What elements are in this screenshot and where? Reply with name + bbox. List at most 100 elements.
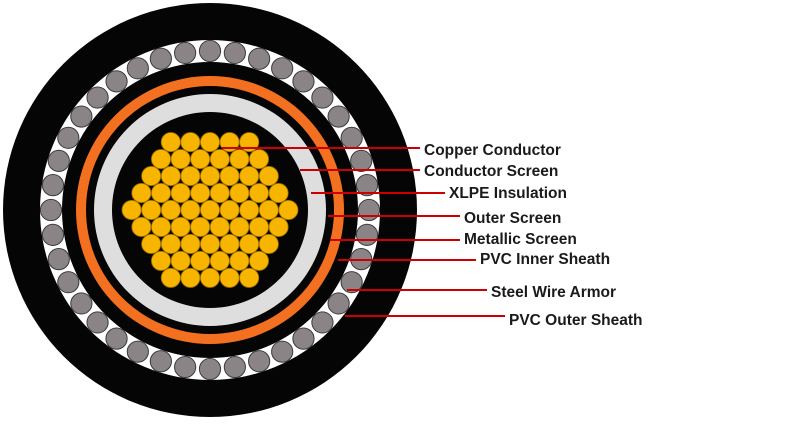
- copper-strand: [209, 250, 230, 271]
- steel-armor-wire: [248, 47, 271, 70]
- copper-strand: [190, 149, 211, 170]
- steel-armor-wire: [327, 292, 350, 315]
- copper-strand: [239, 166, 260, 187]
- steel-armor-wire: [86, 311, 109, 334]
- copper-strand: [268, 183, 289, 204]
- copper-strand: [248, 183, 269, 204]
- steel-armor-wire: [47, 248, 70, 271]
- copper-strand: [219, 267, 240, 288]
- copper-strand: [209, 216, 230, 237]
- pvc-outer-sheath-label: PVC Outer Sheath: [509, 312, 643, 329]
- copper-strand: [121, 199, 142, 220]
- steel-armor-wire: [311, 86, 334, 109]
- steel-armor-wire: [105, 70, 128, 93]
- copper-strand: [248, 149, 269, 170]
- copper-strand: [239, 199, 260, 220]
- copper-strand: [239, 267, 260, 288]
- steel-armor-wire: [292, 70, 315, 93]
- copper-strand: [160, 166, 181, 187]
- copper-strand: [229, 216, 250, 237]
- copper-strand: [170, 183, 191, 204]
- copper-conductor-label: Copper Conductor: [424, 142, 561, 159]
- copper-strand: [258, 166, 279, 187]
- copper-strand: [150, 183, 171, 204]
- copper-strand: [239, 132, 260, 153]
- steel-armor-wire: [126, 340, 149, 363]
- copper-strand: [180, 267, 201, 288]
- steel-armor-wire: [292, 327, 315, 350]
- copper-strand: [150, 216, 171, 237]
- steel-armor-wire: [340, 126, 363, 149]
- copper-strand: [170, 250, 191, 271]
- copper-strand: [219, 199, 240, 220]
- steel-armor-wire: [41, 223, 65, 246]
- copper-strand: [150, 149, 171, 170]
- steel-armor-wire: [248, 350, 271, 373]
- steel-armor-wire: [350, 149, 373, 172]
- copper-strand: [150, 250, 171, 271]
- copper-strand: [219, 166, 240, 187]
- copper-strand: [190, 250, 211, 271]
- copper-strand: [141, 233, 162, 254]
- copper-strand: [258, 233, 279, 254]
- copper-strand: [180, 166, 201, 187]
- steel-armor-wire: [174, 355, 197, 379]
- copper-strand: [160, 233, 181, 254]
- copper-strand: [229, 149, 250, 170]
- copper-strand: [219, 233, 240, 254]
- steel-armor-wire: [41, 174, 65, 197]
- copper-strand: [268, 216, 289, 237]
- copper-strand: [190, 216, 211, 237]
- copper-strand: [170, 216, 191, 237]
- conductor-screen-label: Conductor Screen: [424, 163, 558, 180]
- copper-strand: [199, 233, 220, 254]
- copper-strand: [160, 199, 181, 220]
- copper-strand: [160, 267, 181, 288]
- steel-armor-wire: [198, 357, 222, 381]
- copper-strand: [229, 250, 250, 271]
- steel-armor-wire: [340, 271, 363, 294]
- copper-strand: [160, 132, 181, 153]
- copper-strand: [131, 216, 152, 237]
- steel-armor-wire: [355, 174, 379, 197]
- metallic-screen-label: Metallic Screen: [464, 231, 577, 248]
- steel-armor-wire: [86, 86, 109, 109]
- copper-strand: [170, 149, 191, 170]
- copper-strand: [141, 166, 162, 187]
- copper-strand: [199, 199, 220, 220]
- steel-armor-wire: [174, 41, 197, 65]
- steel-armor-wire: [70, 105, 93, 128]
- steel-armor-wire: [223, 355, 246, 379]
- copper-strand: [180, 132, 201, 153]
- copper-strand: [131, 183, 152, 204]
- copper-strand: [180, 199, 201, 220]
- steel-armor-wire: [47, 149, 70, 172]
- copper-strand: [248, 250, 269, 271]
- steel-armor-wire: [126, 57, 149, 80]
- steel-armor-wire: [223, 41, 246, 65]
- copper-strand: [229, 183, 250, 204]
- copper-strand: [278, 199, 299, 220]
- steel-armor-wire: [105, 327, 128, 350]
- steel-armor-wire: [57, 271, 80, 294]
- copper-strand: [258, 199, 279, 220]
- steel-armor-wire: [149, 350, 172, 373]
- pvc-inner-sheath-label: PVC Inner Sheath: [480, 251, 610, 268]
- steel-armor-wire: [355, 223, 379, 246]
- copper-strand: [180, 233, 201, 254]
- steel-armor-wire: [70, 292, 93, 315]
- steel-armor-wire: [39, 198, 63, 222]
- copper-strand: [190, 183, 211, 204]
- steel-armor-wire: [271, 57, 294, 80]
- copper-strand: [209, 149, 230, 170]
- steel-armor-wire: [311, 311, 334, 334]
- steel-armor-wire: [327, 105, 350, 128]
- steel-armor-wire: [57, 126, 80, 149]
- outer-screen-label: Outer Screen: [464, 210, 561, 227]
- steel-armor-wire: [149, 47, 172, 70]
- steel-armor-wire: [357, 198, 381, 222]
- copper-strand: [248, 216, 269, 237]
- copper-strand: [199, 166, 220, 187]
- copper-strand: [199, 132, 220, 153]
